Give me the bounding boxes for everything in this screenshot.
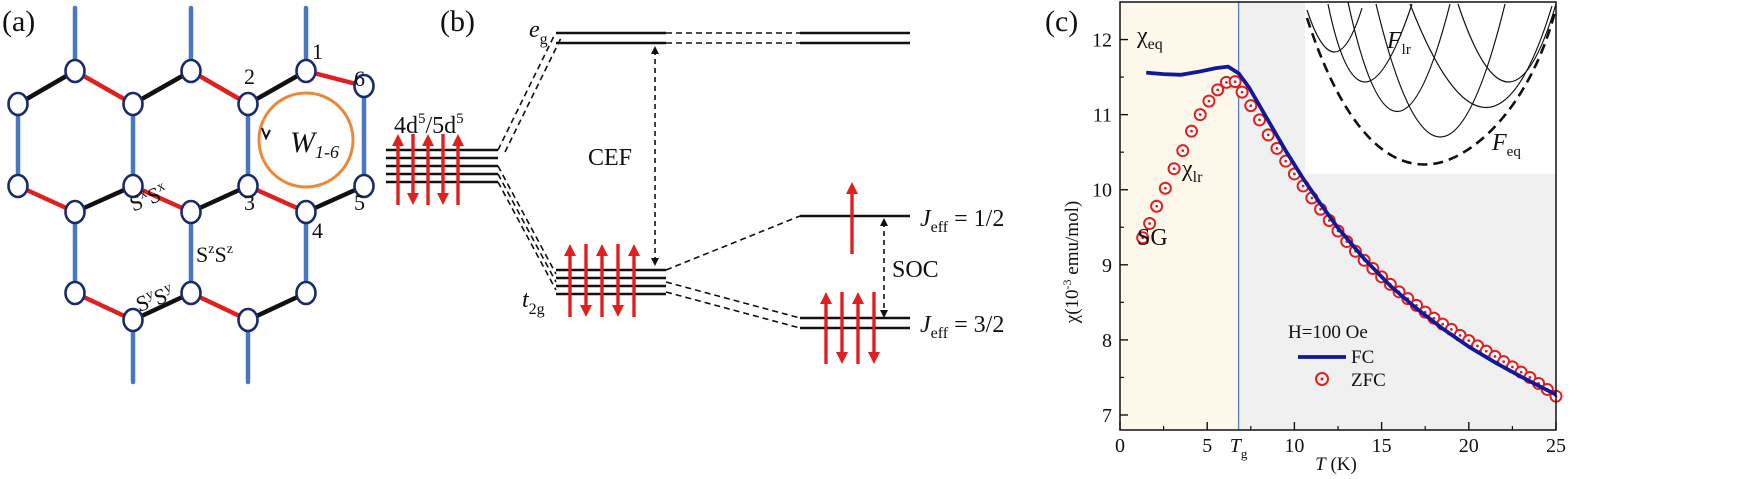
jeff-half-label: Jeff = 1/2 bbox=[920, 206, 1004, 236]
x-tick-label: 0 bbox=[1115, 435, 1125, 457]
zfc-point-center bbox=[1502, 360, 1506, 364]
lattice-sites bbox=[7, 58, 375, 333]
eg-label: eg bbox=[529, 17, 548, 48]
zfc-point-center bbox=[1249, 104, 1253, 108]
x-tick-label: 10 bbox=[1284, 435, 1304, 457]
eg-levels bbox=[556, 31, 910, 45]
y-tick-label: 11 bbox=[1093, 105, 1112, 127]
panel-a-kitaev-lattice: (a) W1-6 1 2 3 4 5 6 SxSx SzSz SySy bbox=[2, 5, 375, 385]
zfc-point-center bbox=[1216, 88, 1220, 92]
eg-connectors bbox=[497, 32, 800, 153]
jeff-threehalf-label: Jeff = 3/2 bbox=[920, 312, 1004, 342]
zfc-point-center bbox=[1301, 184, 1305, 188]
site-number-6: 6 bbox=[354, 66, 365, 91]
zfc-point-center bbox=[1284, 159, 1288, 163]
zfc-point-center bbox=[1519, 370, 1523, 374]
zfc-point-center bbox=[1233, 80, 1237, 83]
zfc-point-center bbox=[1224, 80, 1228, 84]
panel-c-susceptibility: (c) Flr Feq 0 5 10 15 20 25 Tg 7 8 9 10 11 12 χeq χ… bbox=[1045, 1, 1566, 475]
zfc-point-center bbox=[1293, 172, 1296, 176]
site-number-2: 2 bbox=[244, 64, 255, 89]
t2g-label: t2g bbox=[522, 287, 545, 318]
y-tick-label: 8 bbox=[1102, 330, 1112, 352]
x-axis-label: T (K) bbox=[1315, 454, 1357, 475]
zfc-point-center bbox=[1476, 344, 1479, 348]
bond-label-z: SzSz bbox=[196, 242, 233, 267]
y-tick-label: 12 bbox=[1092, 30, 1112, 52]
zfc-point-center bbox=[1511, 365, 1514, 369]
zfc-point-center bbox=[1493, 355, 1497, 358]
t2g-spin-arrows bbox=[564, 244, 640, 317]
site-number-4: 4 bbox=[312, 218, 323, 243]
zfc-point-center bbox=[1163, 186, 1167, 190]
plaquette-label: W1-6 bbox=[290, 126, 339, 162]
t2g-connectors bbox=[497, 165, 801, 329]
zfc-point-center bbox=[1310, 196, 1314, 200]
zfc-point-center bbox=[1266, 133, 1270, 137]
panel-b-label: (b) bbox=[440, 5, 475, 38]
panel-a-label: (a) bbox=[2, 5, 35, 38]
cef-label: CEF bbox=[588, 145, 632, 171]
panel-b-energy-levels: (b) 4d5/5d5 eg bbox=[386, 5, 1004, 364]
y-tick-label: 9 bbox=[1102, 255, 1112, 277]
t2g-levels bbox=[556, 268, 666, 296]
legend-zfc-label: ZFC bbox=[1351, 370, 1386, 391]
zfc-point-center bbox=[1432, 316, 1436, 320]
chi-eq-label: χeq bbox=[1136, 23, 1163, 53]
zfc-point-center bbox=[1449, 327, 1453, 331]
plaquette-loop bbox=[257, 91, 355, 189]
ion-spin-arrows bbox=[392, 134, 464, 205]
zfc-point-center bbox=[1190, 129, 1193, 133]
fc-series-line bbox=[1146, 64, 1557, 397]
zfc-point-center bbox=[1155, 204, 1159, 208]
x-tick-label: 5 bbox=[1202, 435, 1212, 457]
zfc-point-center bbox=[1458, 333, 1462, 337]
site-number-1: 1 bbox=[312, 39, 323, 64]
bond-label-y: SySy bbox=[132, 280, 177, 317]
f-eq-envelope bbox=[1305, 7, 1558, 166]
zfc-point-center bbox=[1258, 118, 1261, 122]
zfc-point-center bbox=[1441, 322, 1445, 326]
f-lr-label: Flr bbox=[1386, 28, 1411, 58]
jeff-levels bbox=[800, 214, 910, 330]
y-axis-label: χ(10-3 emu/mol) bbox=[1060, 201, 1083, 324]
y-tick-label: 10 bbox=[1092, 180, 1112, 202]
x-axis: 0 5 10 15 20 25 Tg bbox=[1115, 422, 1566, 461]
zfc-point-center bbox=[1484, 349, 1488, 353]
free-energy-inset: Flr Feq bbox=[1305, 1, 1558, 166]
x-tick-label: 25 bbox=[1546, 435, 1566, 457]
jeff-spin-arrows bbox=[820, 182, 880, 364]
sg-region-label: SG bbox=[1137, 225, 1168, 251]
site-number-5: 5 bbox=[354, 190, 365, 215]
y-axis: 7 8 9 10 11 12 bbox=[1092, 30, 1128, 427]
f-eq-label: Feq bbox=[1491, 130, 1521, 160]
loop-direction-arrow bbox=[261, 127, 271, 141]
legend-zfc-swatch-dot bbox=[1320, 377, 1324, 381]
site-number-3: 3 bbox=[244, 190, 255, 215]
zfc-point-center bbox=[1207, 99, 1211, 103]
zfc-point-center bbox=[1319, 207, 1322, 211]
zfc-point-center bbox=[1181, 149, 1185, 153]
panel-c-label: (c) bbox=[1045, 5, 1078, 38]
zfc-point-center bbox=[1528, 376, 1532, 379]
soc-label: SOC bbox=[892, 257, 939, 283]
zfc-point-center bbox=[1240, 90, 1244, 94]
zfc-point-center bbox=[1467, 339, 1471, 343]
zfc-point-center bbox=[1198, 113, 1202, 117]
inset-background bbox=[1305, 2, 1556, 174]
legend-fc-label: FC bbox=[1351, 347, 1374, 368]
zfc-point-center bbox=[1172, 167, 1176, 171]
legend-zfc-swatch bbox=[1315, 372, 1329, 386]
x-tick-label: 20 bbox=[1459, 435, 1479, 457]
zfc-point-center bbox=[1141, 236, 1145, 240]
x-tick-label: 15 bbox=[1372, 435, 1392, 457]
ion-config-label: 4d5/5d5 bbox=[394, 111, 464, 139]
tg-tick-label: Tg bbox=[1230, 435, 1248, 461]
chi-lr-label: χlr bbox=[1181, 156, 1203, 186]
zfc-point-center bbox=[1275, 147, 1279, 150]
field-label: H=100 Oe bbox=[1288, 322, 1368, 343]
y-tick-label: 7 bbox=[1102, 405, 1112, 427]
zfc-point-center bbox=[1148, 222, 1152, 225]
